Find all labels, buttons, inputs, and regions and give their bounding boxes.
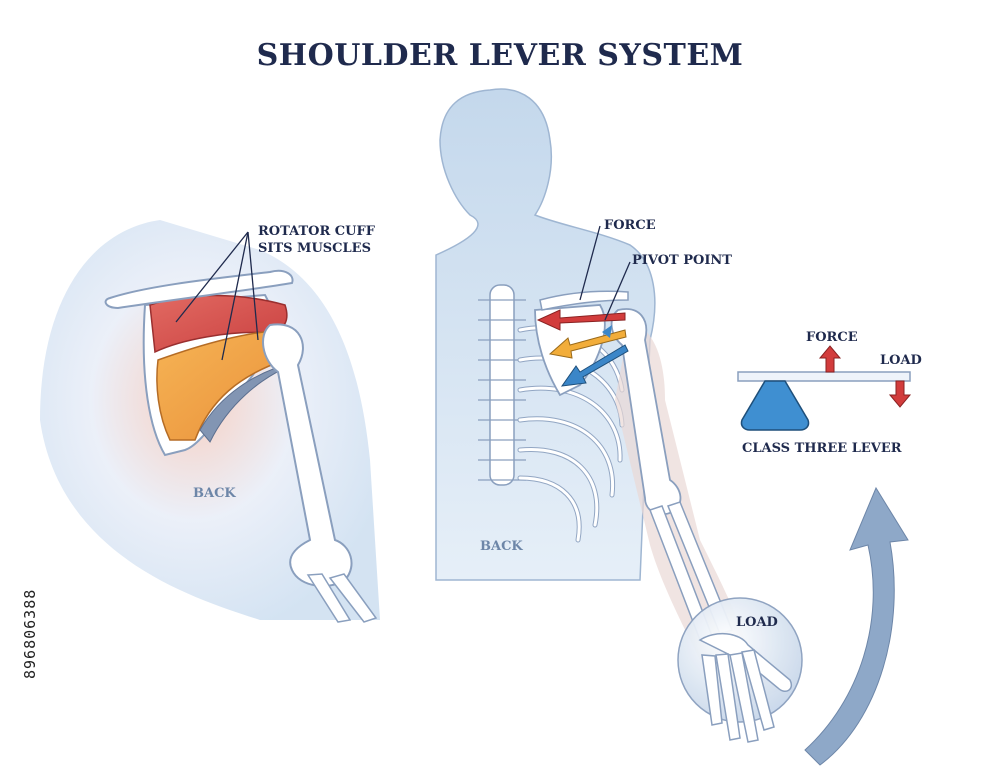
class-three-lever-diagram: [737, 345, 912, 431]
lever-pivot-triangle: [740, 380, 810, 431]
ulna-bone: [328, 573, 378, 623]
lever-beam: [737, 371, 911, 382]
pivot-point-label: PIVOT POINT: [632, 253, 732, 268]
force-label: FORCE: [604, 218, 656, 233]
hand-bones: [698, 633, 792, 743]
radius-bone: [306, 573, 352, 623]
force-arrows: [536, 309, 629, 387]
center-back-figure: [435, 88, 803, 743]
force-arrow-red: [536, 309, 626, 331]
stock-id-text: 896806388: [21, 588, 39, 679]
lever-load-arrow: [888, 380, 912, 408]
center-clavicle-bone: [539, 290, 629, 311]
lever-force-label: FORCE: [806, 330, 858, 345]
left-back-label: BACK: [193, 486, 236, 501]
force-arrow-blue: [560, 344, 629, 387]
lever-caption: CLASS THREE LEVER: [742, 441, 902, 456]
center-leader-lines: [579, 225, 631, 321]
lever-force-arrow: [818, 345, 842, 373]
rotator-cuff-leader-lines: [175, 231, 259, 361]
lever-load-label: LOAD: [880, 353, 922, 368]
clavicle-bone: [104, 269, 294, 310]
curved-motion-arrow: [804, 486, 909, 766]
center-back-label: BACK: [480, 539, 523, 554]
pivot-arrow-blue: [602, 325, 612, 338]
force-arrow-orange: [548, 329, 627, 359]
diagram-title: SHOULDER LEVER SYSTEM: [256, 38, 744, 73]
rotator-cuff-label: ROTATOR CUFF SITS MUSCLES: [258, 223, 375, 257]
left-shoulder-illustration: [40, 220, 380, 623]
rotator-cuff-label-line1: ROTATOR CUFF: [258, 224, 375, 239]
load-ball-label: LOAD: [736, 615, 778, 630]
rotator-cuff-label-line2: SITS MUSCLES: [258, 241, 371, 256]
